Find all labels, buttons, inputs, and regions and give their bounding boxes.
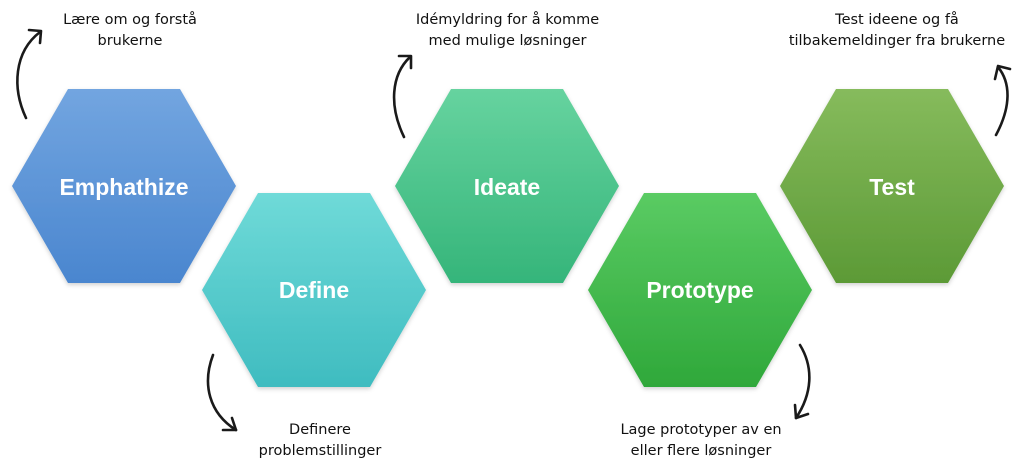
stage-label-prototype: Prototype [646,277,753,303]
curved-arrow-icon [793,343,811,420]
hexagon-empathize [12,89,236,283]
stage-prototype: Prototype [588,193,812,387]
stage-label-empathize: Emphathize [59,174,188,200]
stage-label-test: Test [869,174,915,200]
stage-ideate: Ideate [395,89,619,283]
curved-arrow-icon [206,353,238,432]
stage-label-ideate: Ideate [474,174,540,200]
stage-empathize: Emphathize [12,89,236,283]
stage-test: Test [780,89,1004,283]
curved-arrow-icon [16,28,43,120]
caption-ideate: Idémyldring for å komme med mulige løsni… [415,12,600,49]
hexagon-test [780,89,1004,283]
caption-define: Definere problemstillinger [258,422,382,459]
hexagon-prototype [588,193,812,387]
curved-arrow-icon [392,54,413,139]
stage-label-define: Define [279,277,349,303]
curved-arrow-icon [993,64,1012,137]
stage-define: Define [202,193,426,387]
caption-prototype: Lage prototyper av en eller flere løsnin… [620,422,782,459]
hexagon-ideate [395,89,619,283]
caption-test: Test ideene og få tilbakemeldinger fra b… [788,12,1006,49]
hexagon-define [202,193,426,387]
caption-empathize: Lære om og forstå brukerne [63,12,197,49]
